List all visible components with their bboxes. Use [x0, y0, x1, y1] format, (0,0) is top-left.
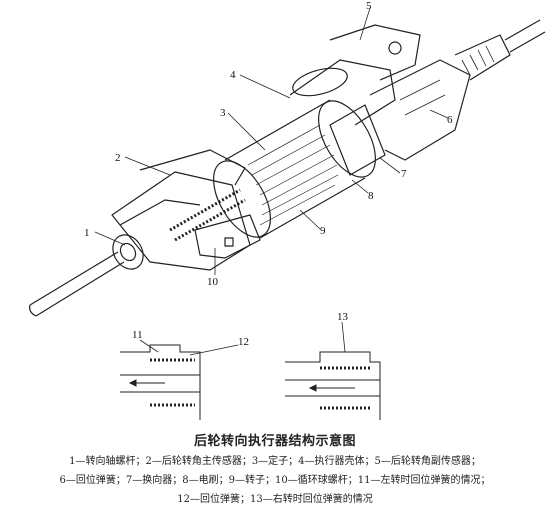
sensor-housing: [289, 24, 421, 126]
detail-right-turn: [285, 321, 381, 420]
label-4: 4: [230, 69, 236, 81]
label-6: 6: [447, 114, 453, 126]
actuator-diagram: 1 2 3 4 5 6 7 8 9 10 11 12 13: [29, 0, 546, 420]
label-12: 12: [238, 336, 249, 348]
commutator: [329, 104, 386, 176]
legend-line-2: 6—回位弹簧；7—换向器；8—电刷；9—转子；10—循环球螺杆；11—左转时回位…: [59, 475, 491, 486]
left-end-cap: [112, 234, 144, 270]
label-2: 2: [115, 152, 121, 164]
shaft-left: [29, 251, 125, 317]
ball-screw-coils: [169, 188, 246, 242]
stator-cylinder: [213, 99, 376, 239]
label-1: 1: [84, 227, 90, 239]
label-10: 10: [207, 276, 219, 288]
legend-line-3: 12—回位弹簧；13—右转时回位弹簧的情况: [177, 494, 373, 505]
label-9: 9: [320, 225, 326, 237]
lower-bracket: [194, 214, 261, 259]
label-11: 11: [132, 329, 143, 341]
right-housing: [369, 59, 471, 161]
label-7: 7: [401, 168, 407, 180]
label-8: 8: [368, 190, 374, 202]
right-boot: [454, 34, 511, 81]
label-5: 5: [366, 0, 372, 12]
detail-left-turn: [120, 339, 239, 420]
legend-line-1: 1—转向轴螺杆；2—后轮转角主传感器；3—定子；4—执行器壳体；5—后轮转角副传…: [69, 456, 481, 467]
diagram-title: 后轮转向执行器结构示意图: [193, 434, 356, 449]
label-3: 3: [220, 107, 226, 119]
label-13: 13: [337, 311, 349, 323]
shaft-right: [504, 19, 546, 53]
